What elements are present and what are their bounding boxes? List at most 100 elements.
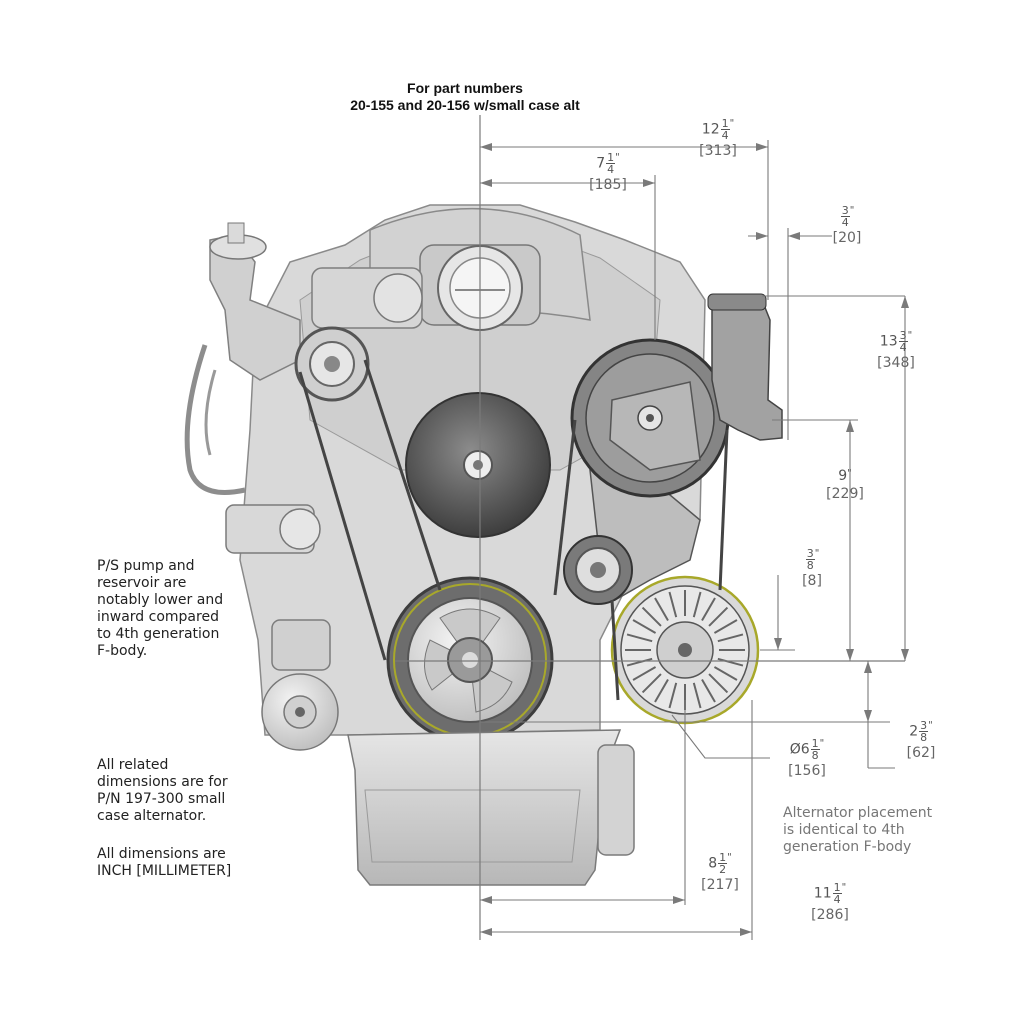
dimension-arrows — [480, 143, 909, 936]
fraction-denominator: 8 — [920, 731, 928, 744]
alternator-fin — [654, 678, 669, 703]
crank-pulley — [386, 576, 554, 744]
dimension-inch-value: 9" — [820, 468, 870, 484]
dimension-9: 9" [229] — [820, 468, 870, 502]
dimension-millimeter: [313] — [699, 143, 737, 159]
dimension-millimeter: [348] — [877, 355, 915, 371]
left-accessories — [184, 222, 339, 751]
dimension-millimeter: [156] — [788, 763, 826, 779]
fraction-denominator: 4 — [899, 341, 907, 354]
alternator-fin — [668, 682, 678, 709]
dimension-whole: 12 — [701, 121, 720, 138]
inch-mark: " — [814, 548, 820, 559]
fraction-numerator: 3 — [840, 204, 850, 217]
dimension-millimeter: [217] — [701, 877, 739, 893]
fraction-denominator: 8 — [806, 559, 814, 572]
fraction-numerator: 1 — [718, 851, 728, 864]
alternator-fin — [717, 633, 744, 643]
fraction-denominator: 8 — [811, 749, 819, 762]
alternator-fin — [713, 666, 738, 681]
alternator-fin — [713, 619, 738, 634]
alternator-fin — [641, 606, 662, 627]
dimension-whole: Ø6 — [789, 741, 810, 758]
fraction-numerator: 3 — [805, 547, 815, 560]
fraction-numerator: 3 — [898, 329, 908, 342]
tensioner-pulley — [563, 535, 633, 605]
dimension-whole: 9 — [838, 468, 848, 484]
dimension-whole: 11 — [813, 885, 832, 902]
related-dimensions-note: All related dimensions are for P/N 197-3… — [97, 757, 228, 824]
inch-mark: " — [819, 738, 825, 749]
fraction-numerator: 1 — [832, 881, 842, 894]
dimension-whole: 8 — [708, 855, 718, 872]
fraction-denominator: 4 — [841, 216, 849, 229]
inch-mark: " — [907, 330, 913, 341]
alternator-fin — [692, 682, 702, 709]
alternator-fin — [632, 619, 657, 634]
fraction-numerator: 1 — [720, 117, 730, 130]
inch-mark: " — [849, 205, 855, 216]
fraction-denominator: 4 — [607, 163, 615, 176]
dimension-whole: 13 — [879, 333, 898, 350]
title-line-1: For part numbers — [407, 80, 523, 96]
dimension-millimeter: [8] — [802, 573, 822, 589]
fraction-denominator: 4 — [833, 893, 841, 906]
pump-note: P/S pump and reservoir are notably lower… — [97, 558, 224, 659]
idler-pulley-left — [294, 326, 370, 402]
dimension-millimeter: [286] — [811, 907, 849, 923]
alternator-fin — [641, 673, 662, 694]
fraction-denominator: 4 — [721, 129, 729, 142]
alternator-fin — [668, 591, 678, 618]
dimension-whole: 7 — [596, 155, 606, 172]
inch-mark: " — [615, 152, 620, 163]
ps-reservoir — [707, 293, 783, 441]
inch-mark: " — [847, 468, 852, 479]
alternator-fin — [708, 606, 729, 627]
fraction-numerator: 1 — [810, 737, 820, 750]
units-note: All dimensions are INCH [MILLIMETER] — [97, 846, 232, 879]
water-pump-pulley — [405, 392, 551, 538]
title-line-2: 20-155 and 20-156 w/small case alt — [350, 97, 580, 113]
inch-mark: " — [928, 720, 933, 731]
alternator-fin — [626, 657, 653, 667]
alternator-fin — [692, 591, 702, 618]
inch-mark: " — [729, 118, 735, 129]
inch-mark: " — [841, 882, 847, 893]
dimension-millimeter: [20] — [832, 230, 862, 246]
alternator-fin — [626, 633, 653, 643]
dimension-millimeter: [62] — [906, 745, 936, 761]
oil-pan — [347, 729, 635, 886]
fraction-numerator: 1 — [606, 151, 616, 164]
alternator-fin — [632, 666, 657, 681]
alternator-fin — [654, 597, 669, 622]
serpentine-belt — [298, 359, 729, 701]
alternator-fin — [717, 657, 744, 667]
dimension-millimeter: [229] — [826, 486, 864, 502]
diagram-title: For part numbers 20-155 and 20-156 w/sma… — [300, 80, 630, 114]
alternator-fin — [701, 597, 716, 622]
fraction-denominator: 2 — [719, 863, 727, 876]
dimension-whole: 2 — [909, 723, 919, 740]
